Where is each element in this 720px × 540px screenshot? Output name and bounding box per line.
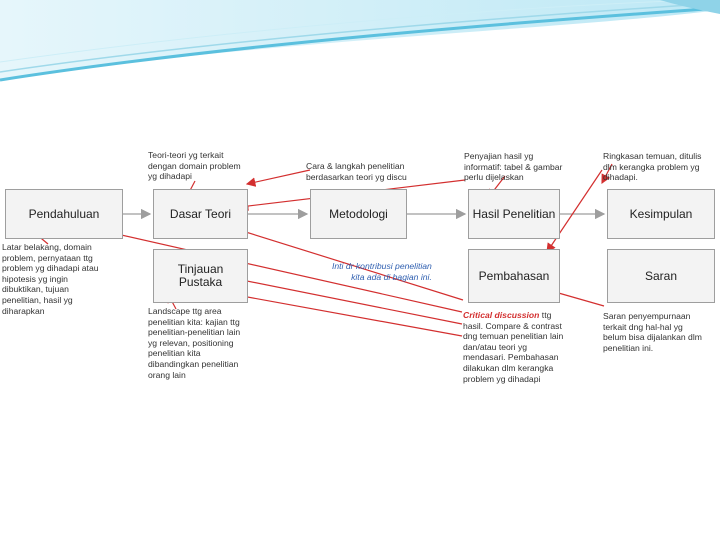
critical-discussion-label: Critical discussion [463,310,540,320]
box-tinjauan-pustaka-label: Tinjauan Pustaka [177,262,224,289]
box-dasar-teori: Dasar Teori [153,189,248,239]
box-pendahuluan: Pendahuluan [5,189,123,239]
note-saran: Saran penyempurnaan terkait dng hal-hal … [603,311,702,353]
box-tinjauan-pustaka: Tinjauan Pustaka [153,249,248,303]
box-saran: Saran [607,249,715,303]
annot-arrow-cara [245,169,311,187]
box-pendahuluan-label: Pendahuluan [28,206,100,221]
header-wave-banner [0,0,720,82]
box-metodologi-label: Metodologi [329,206,388,221]
note-cara: Cara & langkah penelitian berdasarkan te… [306,161,407,182]
box-metodologi: Metodologi [310,189,407,239]
box-hasil-penelitian-label: Hasil Penelitian [472,206,556,221]
box-kesimpulan-label: Kesimpulan [629,206,693,221]
box-saran-label: Saran [644,268,678,283]
note-teori: Teori-teori yg terkait dengan domain pro… [148,150,241,182]
box-kesimpulan: Kesimpulan [607,189,715,239]
note-penyajian: Penyajian hasil yg informatif: tabel & g… [464,151,563,183]
box-hasil-penelitian: Hasil Penelitian [468,189,560,239]
annot-arrow-ringkasan [601,163,613,185]
annot-arrow-critical-2 [106,229,463,313]
annot-arrow-critical-3 [210,270,463,325]
note-latar: Latar belakang, domain problem, pernyata… [2,242,99,316]
box-pembahasan-label: Pembahasan [478,268,550,283]
critical-rest: hasil. Compare & contrast dng temuan pen… [463,320,564,384]
box-pembahasan: Pembahasan [468,249,560,303]
note-landscape: Landscape ttg area penelitian kita: kaji… [148,306,241,380]
annot-arrow-critical-1 [231,225,464,301]
note-inti: Inti dr kontribusi penelitian kita ada d… [332,261,432,282]
critical-rest-first: ttg [539,310,552,320]
note-ringkasan: Ringkasan temuan, ditulis dlm kerangka p… [603,151,702,183]
box-dasar-teori-label: Dasar Teori [169,206,232,221]
